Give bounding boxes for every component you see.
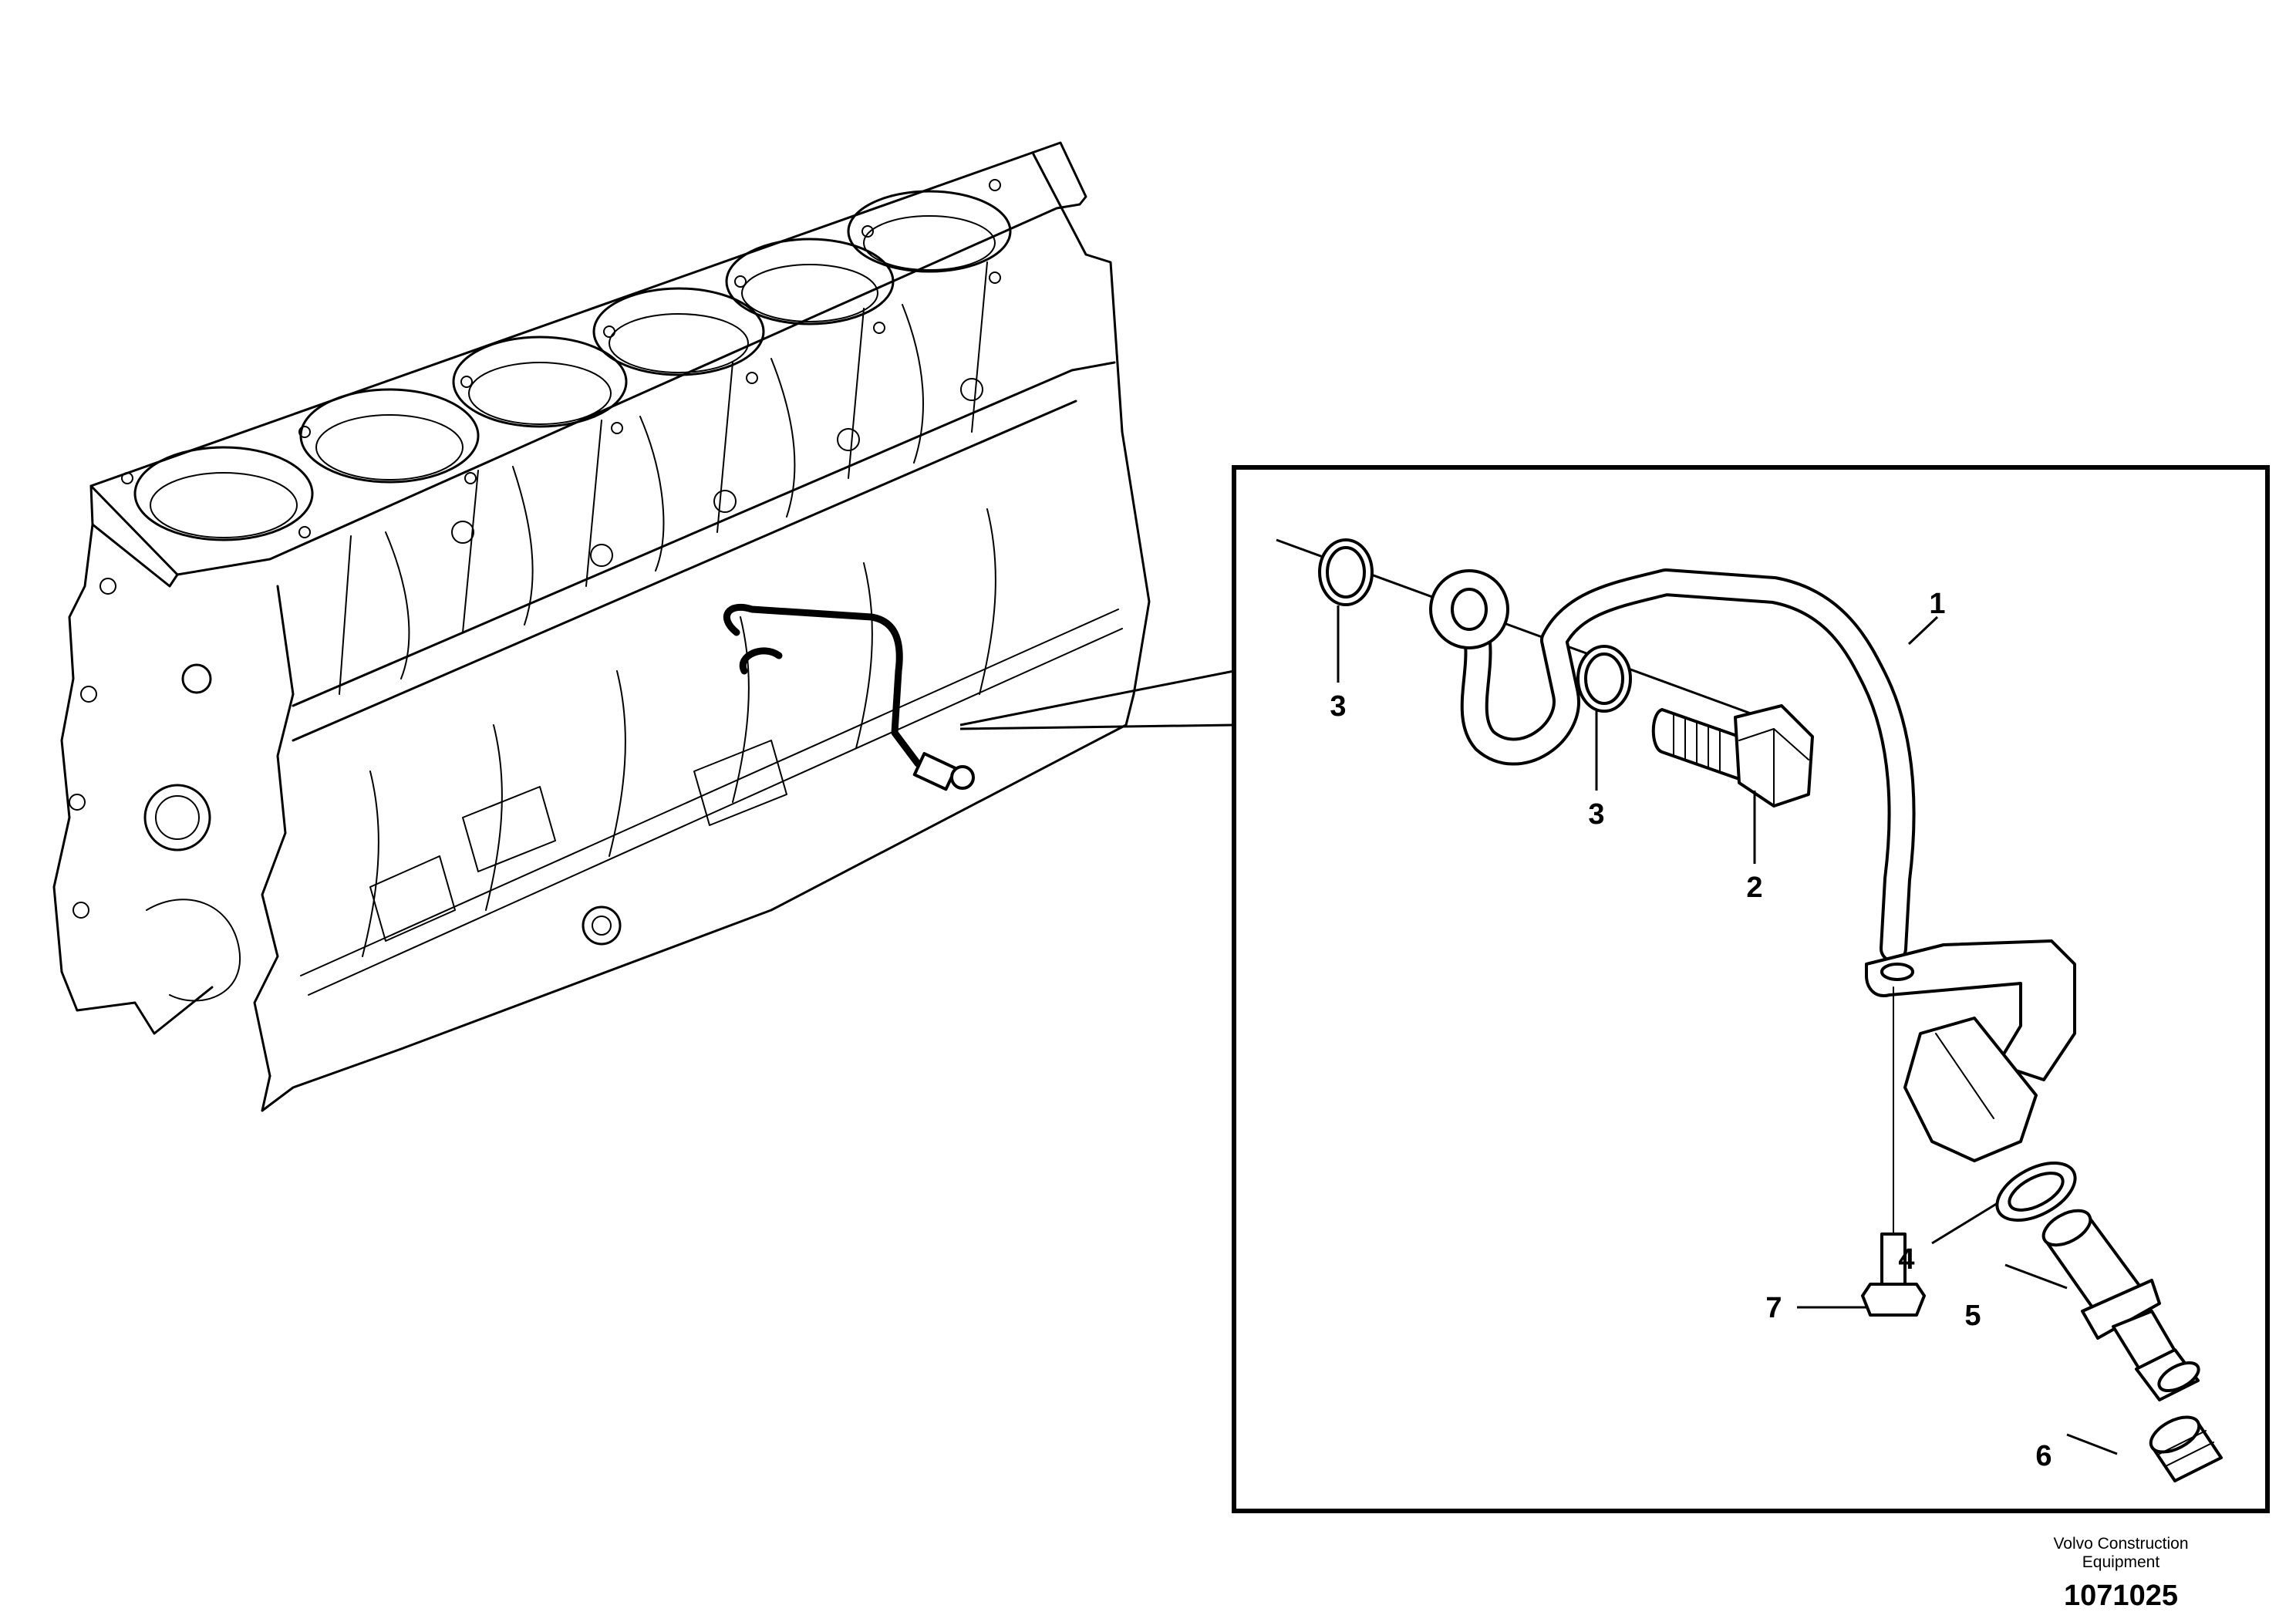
publisher-line-1: Volvo Construction [2053,1535,2189,1553]
union-fitting-part-5 [2041,1209,2200,1401]
callout-7: 7 [1765,1292,1782,1324]
publisher-name: Volvo Construction Equipment [2005,1535,2237,1572]
callout-leaders [1337,605,2118,1455]
cylinder-bores [133,190,1012,541]
engine-block-illustration [52,141,1151,1112]
callout-6: 6 [2035,1440,2052,1472]
publisher-line-2: Equipment [2082,1553,2160,1571]
callout-5: 5 [1964,1300,1981,1332]
illustration-reference-number: 1071025 [2064,1580,2178,1612]
callout-3-right: 3 [1588,798,1604,831]
callout-numbers: 1 2 3 3 4 5 6 7 [1330,588,2052,1472]
callout-1: 1 [1929,588,1945,620]
callout-4: 4 [1898,1243,1914,1276]
cap-nut-part-6 [2149,1415,2223,1482]
banjo-bolt-part-2 [1651,704,1814,808]
sealing-washer-part-4 [1995,1162,2077,1222]
callout-3-left: 3 [1330,690,1346,723]
detail-inset-frame [1232,465,2270,1513]
sealing-washer-part-3-left [1318,538,1374,606]
oil-pipe-part-1 [1429,568,2076,1162]
callout-2: 2 [1746,872,1762,904]
sealing-washer-part-3-right [1576,645,1632,713]
block-oil-pipe-highlight [723,603,975,791]
flange-bolt-part-7 [1861,986,1926,1317]
deck-bolt-holes [121,179,1001,538]
zoom-connector [959,669,1235,730]
